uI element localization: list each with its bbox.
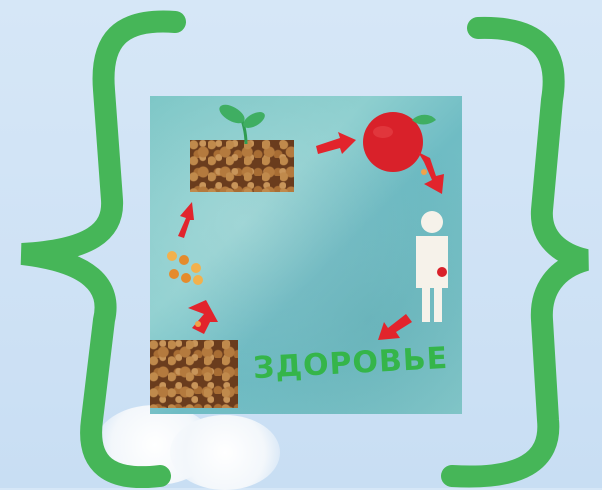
left-curly-brace-icon bbox=[22, 22, 175, 478]
right-curly-brace-icon bbox=[452, 28, 586, 477]
